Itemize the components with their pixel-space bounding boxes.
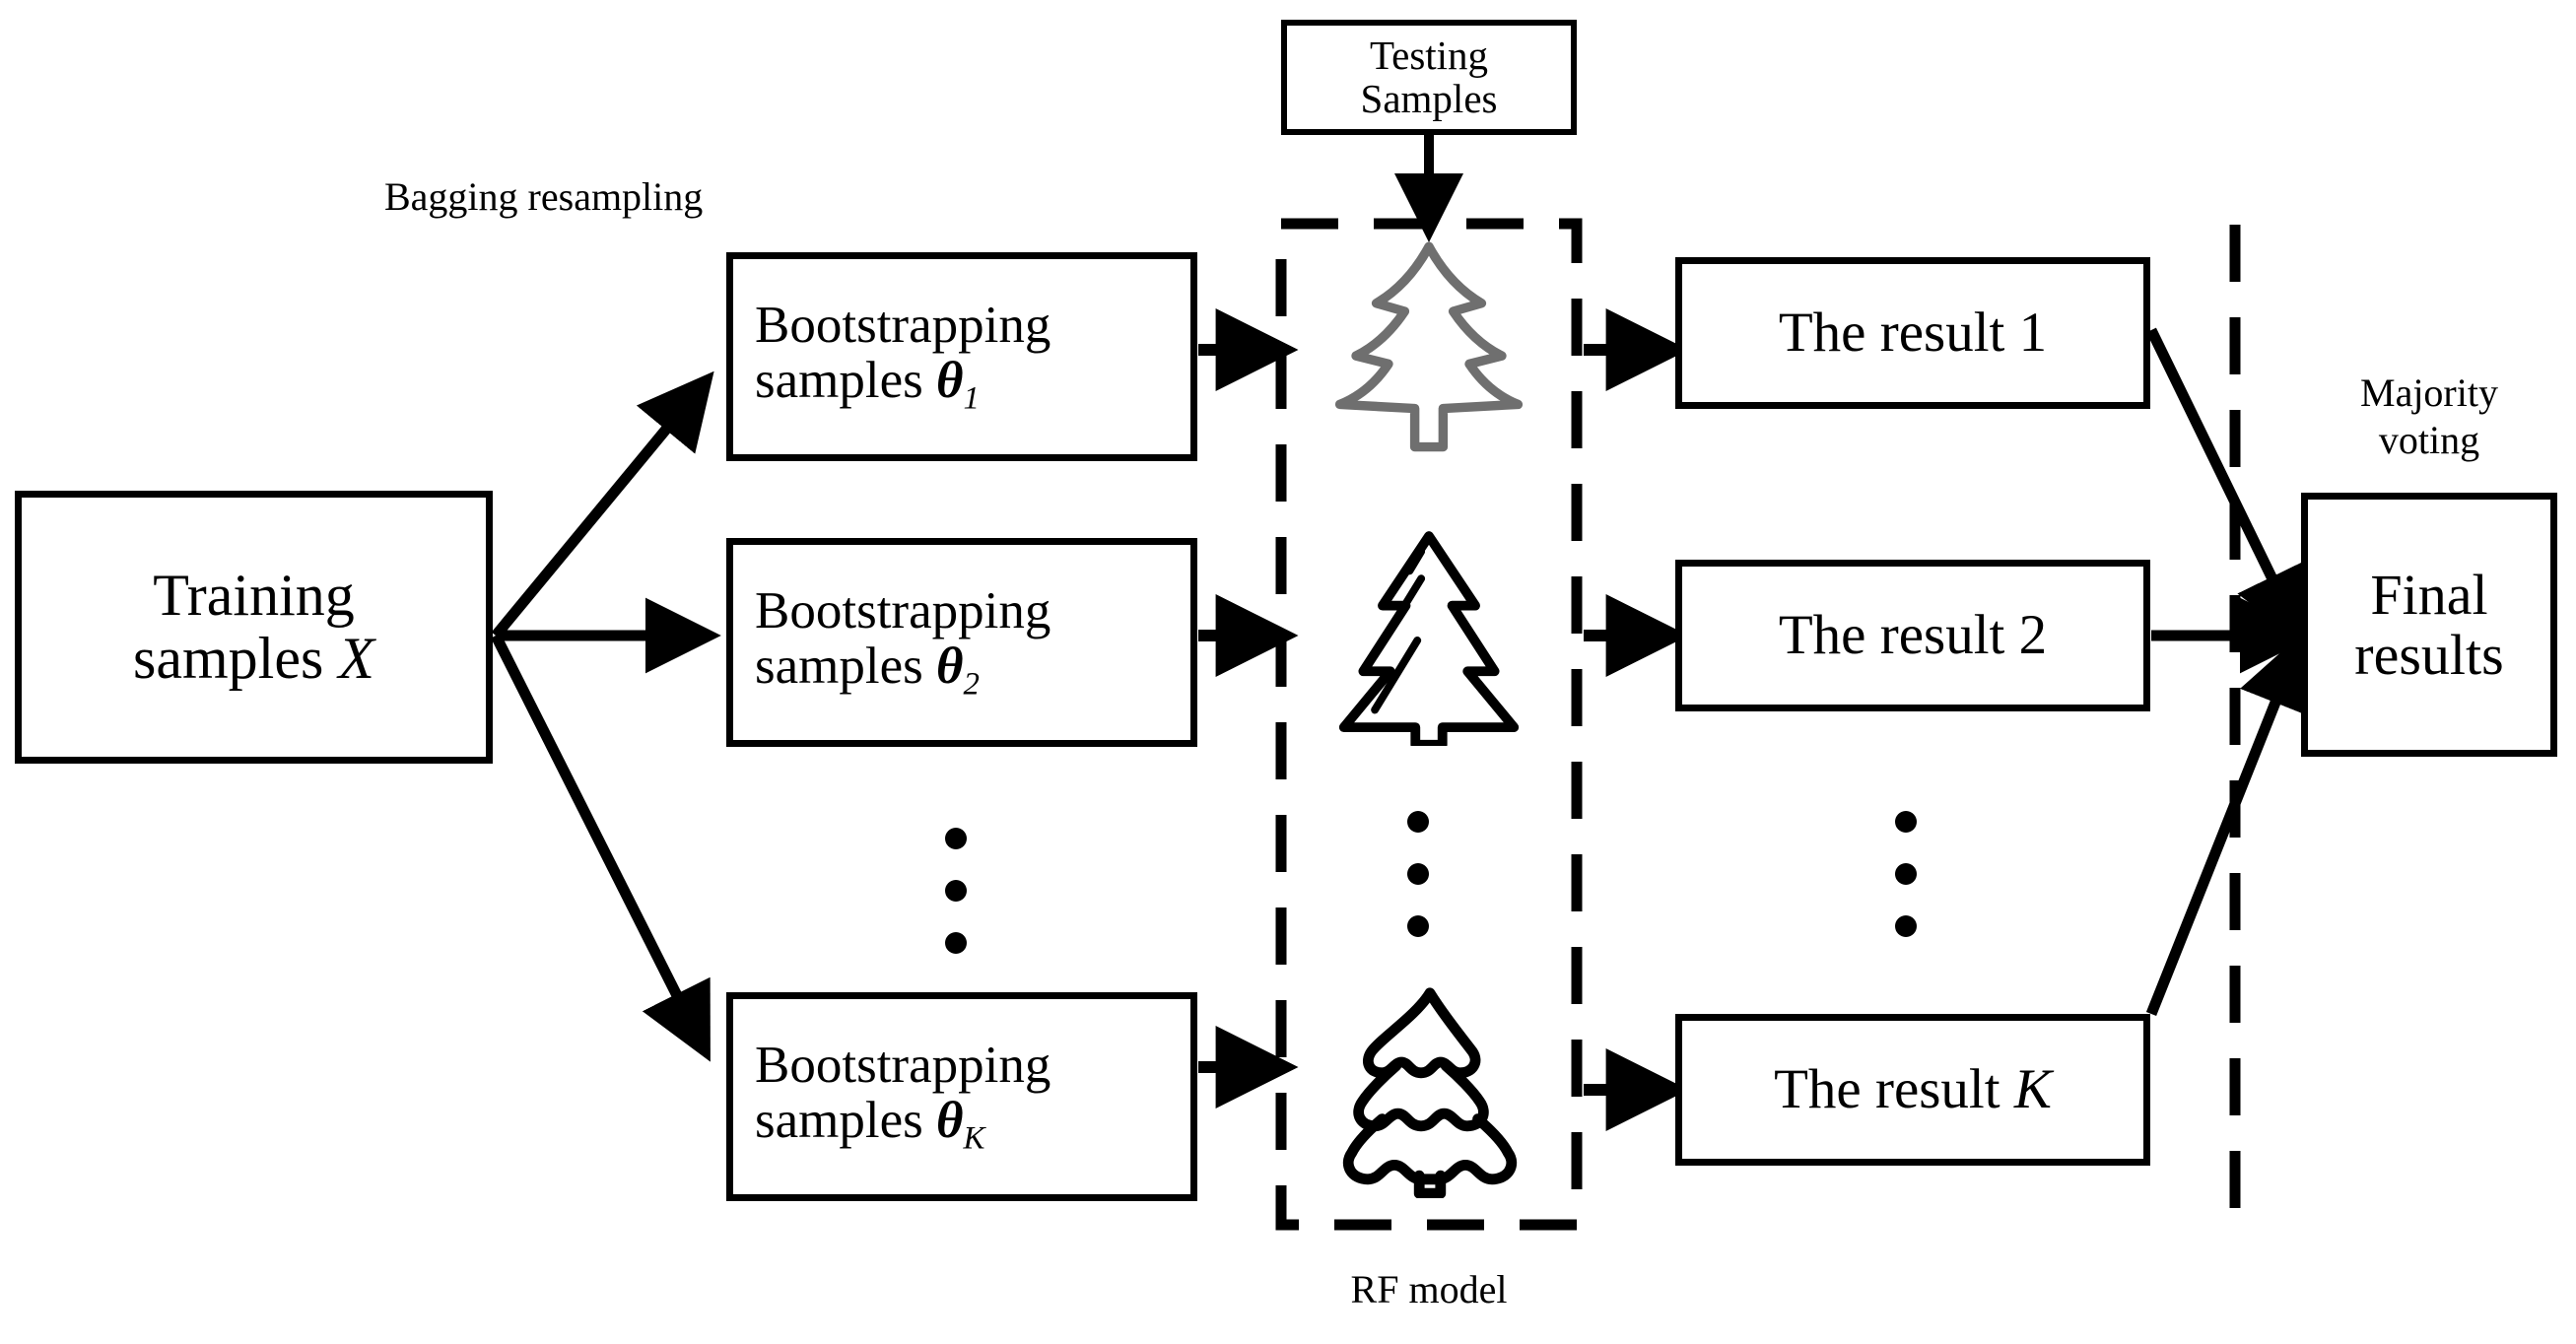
bootstrapping-1-theta-subscript: 1 (963, 380, 980, 417)
bootstrapping-2-theta: θ (936, 637, 964, 695)
majority-voting-line-1: Majority (2360, 370, 2498, 415)
result-1-index: 1 (2018, 301, 2048, 364)
ellipsis-dot (945, 880, 967, 902)
bootstrapping-samples-k-box[interactable]: Bootstrapping samples θK (726, 992, 1197, 1201)
result-k-index: K (2013, 1057, 2052, 1120)
bootstrapping-1-theta: θ (936, 351, 964, 409)
bootstrapping-1-line-2: samples θ1 (755, 351, 980, 417)
majority-voting-line-2: voting (2378, 418, 2480, 462)
result-2-box[interactable]: The result 2 (1675, 560, 2150, 711)
ellipsis-dot (1895, 811, 1917, 833)
bootstrap-column-ellipsis (945, 828, 967, 954)
final-results-line-2: results (2354, 623, 2504, 687)
ellipsis-dot (1407, 915, 1429, 937)
arrow-result-1-to-final (2146, 327, 2306, 645)
result-2-index: 2 (2018, 603, 2048, 666)
bootstrapping-2-theta-subscript: 2 (963, 666, 980, 703)
training-samples-line-1: Training (153, 562, 355, 628)
bootstrapping-2-line-1: Bootstrapping (755, 581, 1051, 639)
arrow-result-k-to-final (2145, 632, 2311, 1017)
fir-tree-icon (1341, 979, 1519, 1199)
ellipsis-dot (1407, 863, 1429, 885)
ellipsis-dot (1407, 811, 1429, 833)
results-column-ellipsis (1895, 811, 1917, 937)
testing-samples-line-1: Testing (1369, 33, 1489, 79)
bootstrapping-k-theta: θ (936, 1091, 964, 1149)
result-k-box[interactable]: The result K (1675, 1014, 2150, 1166)
majority-voting-label: Majority voting (2291, 370, 2567, 464)
rf-model-dashed-container (1275, 218, 1583, 1231)
testing-samples-line-2: Samples (1360, 75, 1498, 121)
rf-model-label: RF model (1350, 1267, 1508, 1311)
ellipsis-dot (1895, 863, 1917, 885)
training-samples-box[interactable]: Training samples X (15, 491, 493, 764)
bootstrapping-k-line-2: samples θK (755, 1091, 985, 1157)
bootstrapping-k-line-1: Bootstrapping (755, 1036, 1051, 1094)
tree-column-ellipsis (1407, 811, 1429, 937)
training-samples-line-2: samples X (133, 625, 374, 691)
bagging-resampling-label: Bagging resampling (384, 174, 704, 219)
bootstrapping-k-theta-subscript: K (963, 1120, 985, 1157)
ellipsis-dot (1895, 915, 1917, 937)
ellipsis-dot (945, 932, 967, 954)
testing-samples-box[interactable]: Testing Samples (1281, 20, 1577, 135)
arrow-training-to-bootstrap-k (491, 633, 711, 1062)
conifer-tree-outline-icon (1326, 236, 1531, 463)
final-results-box[interactable]: Final results (2301, 493, 2557, 757)
result-1-label: The result 1 (1778, 301, 2048, 364)
ellipsis-dot (945, 828, 967, 849)
result-2-label: The result 2 (1778, 603, 2048, 666)
bootstrapping-samples-2-box[interactable]: Bootstrapping samples θ2 (726, 538, 1197, 747)
bootstrapping-samples-1-box[interactable]: Bootstrapping samples θ1 (726, 252, 1197, 461)
final-results-line-1: Final (2370, 562, 2488, 627)
result-k-label: The result K (1774, 1057, 2052, 1120)
bootstrapping-2-line-2: samples θ2 (755, 637, 980, 703)
pine-tree-icon (1332, 527, 1525, 750)
result-1-box[interactable]: The result 1 (1675, 257, 2150, 409)
arrow-training-to-bootstrap-1 (491, 370, 714, 639)
bootstrapping-1-line-1: Bootstrapping (755, 296, 1051, 354)
training-samples-variable: X (338, 625, 374, 691)
